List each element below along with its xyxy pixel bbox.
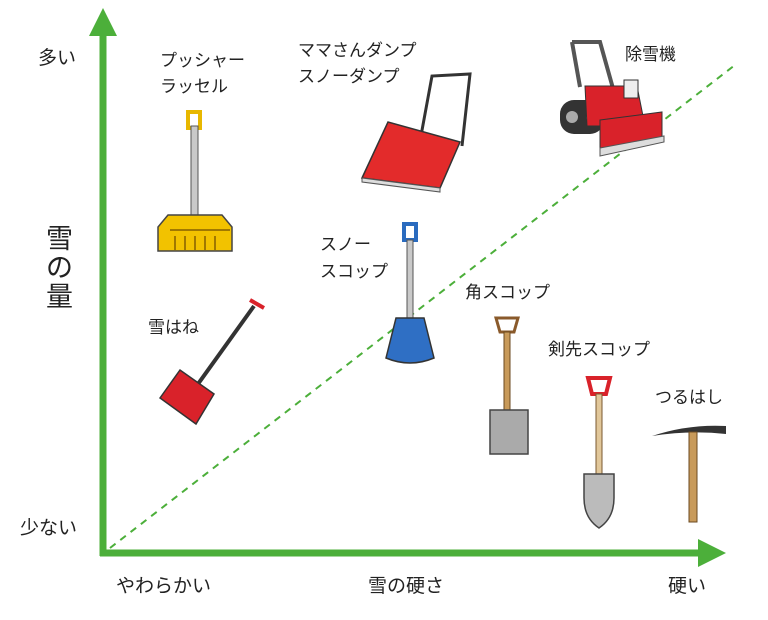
y-axis-low-label: 少ない — [20, 517, 77, 539]
y-axis-high-label: 多い — [38, 47, 76, 69]
yukihane-icon — [158, 298, 265, 426]
pusher-label-1: プッシャー — [160, 51, 245, 71]
y-axis-title-3: 量 — [46, 282, 73, 313]
pointed-shovel-label: 剣先スコップ — [548, 340, 650, 360]
snowblower-icon — [560, 40, 665, 157]
snowblower-label: 除雪機 — [625, 45, 676, 65]
x-axis-low-label: やわらかい — [116, 575, 211, 597]
pickaxe-label: つるはし — [655, 388, 723, 408]
x-axis-title: 雪の硬さ — [368, 575, 444, 597]
pickaxe-icon — [652, 425, 726, 523]
mama-dump-label-2: スノーダンプ — [298, 67, 400, 87]
pointed-shovel-icon — [583, 376, 615, 529]
pusher-icon — [157, 110, 233, 252]
square-shovel-label: 角スコップ — [465, 283, 550, 303]
yukihane-label: 雪はね — [148, 318, 199, 338]
y-axis-title-2: の — [46, 253, 73, 284]
pusher-label-2: ラッセル — [160, 77, 228, 97]
snow-shovel-icon — [385, 222, 435, 364]
x-axis-high-label: 硬い — [668, 575, 706, 597]
snow-shovel-label-2: スコップ — [320, 262, 388, 282]
diagonal-trend-line — [109, 64, 736, 549]
mama-dump-icon — [360, 72, 472, 193]
square-shovel-icon — [489, 316, 529, 455]
mama-dump-label-1: ママさんダンプ — [298, 41, 417, 61]
y-axis-title-1: 雪 — [46, 224, 73, 255]
snow-shovel-label-1: スノー — [320, 235, 371, 255]
